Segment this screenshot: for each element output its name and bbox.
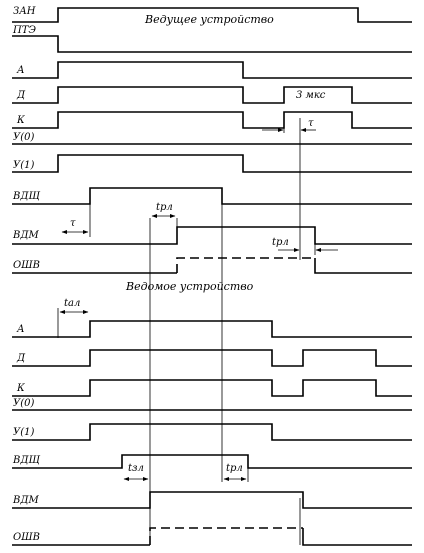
label-zan: ЗАН <box>13 6 36 17</box>
waveform-d-master <box>12 86 412 104</box>
waveform-a-slave <box>12 320 412 338</box>
waveform-k-master <box>12 111 412 129</box>
waveform-pte <box>12 35 412 53</box>
annotation-t-rl-1: tрл <box>156 202 173 213</box>
waveform-oshv-slave-dashed <box>149 527 303 545</box>
label-oshv-slave: ОШВ <box>13 532 40 543</box>
label-vdsh-master: ВДЩ <box>12 191 40 202</box>
annotation-t-rl-3: tрл <box>226 463 243 474</box>
label-oshv-master: ОШВ <box>13 260 40 271</box>
signal-labels: ЗАН ПТЭ А Д К У(0) У(1) ВДЩ ВДМ ОШВ А Д … <box>12 6 40 543</box>
annotation-tau-k: τ <box>308 118 314 129</box>
annotation-tau: τ <box>70 218 76 229</box>
slave-device-title: Ведомое устройство <box>125 280 254 293</box>
waveforms <box>12 7 412 546</box>
annotation-t-rl-2: tрл <box>272 237 289 248</box>
label-d-slave: Д <box>16 353 26 364</box>
label-d-master: Д <box>16 90 26 101</box>
label-u1-master: У(1) <box>13 160 34 171</box>
label-vdsh-slave: ВДЩ <box>12 455 40 466</box>
waveform-vdm-slave <box>12 491 412 509</box>
label-vdm-master: ВДМ <box>12 230 39 241</box>
waveform-u1-slave <box>12 423 412 441</box>
waveform-oshv-master-low-b <box>314 258 412 274</box>
waveform-u1-master <box>12 154 412 173</box>
waveform-vdsh-slave <box>12 454 412 469</box>
label-a-slave: А <box>16 324 25 335</box>
label-u0-slave: У(0) <box>13 398 34 409</box>
master-device-title: Ведущее устройство <box>144 13 274 26</box>
dimension-arrows <box>59 128 338 481</box>
waveform-vdm-master <box>12 226 412 245</box>
annotation-3-us: 3 мкс <box>296 90 326 101</box>
label-u0-master: У(0) <box>13 132 34 143</box>
label-k-slave: К <box>16 383 25 394</box>
label-vdm-slave: ВДМ <box>12 495 39 506</box>
waveform-d-slave <box>12 349 412 367</box>
annotation-t-al: tал <box>64 298 80 309</box>
waveform-k-slave <box>12 379 412 397</box>
guide-lines <box>57 118 316 545</box>
waveform-oshv-slave-low-b <box>302 528 412 546</box>
waveform-a-master <box>12 61 412 79</box>
waveform-vdsh-master <box>12 187 412 205</box>
label-u1-slave: У(1) <box>13 427 34 438</box>
label-k-master: К <box>16 115 25 126</box>
waveform-oshv-master-dashed <box>176 257 315 273</box>
label-pte: ПТЭ <box>12 25 36 36</box>
annotations: τ tрл τ 3 мкс tрл tал tзл tрл <box>64 90 326 474</box>
annotation-t-zl: tзл <box>128 463 144 474</box>
waveform-zan <box>12 7 412 23</box>
label-a-master: А <box>16 65 25 76</box>
